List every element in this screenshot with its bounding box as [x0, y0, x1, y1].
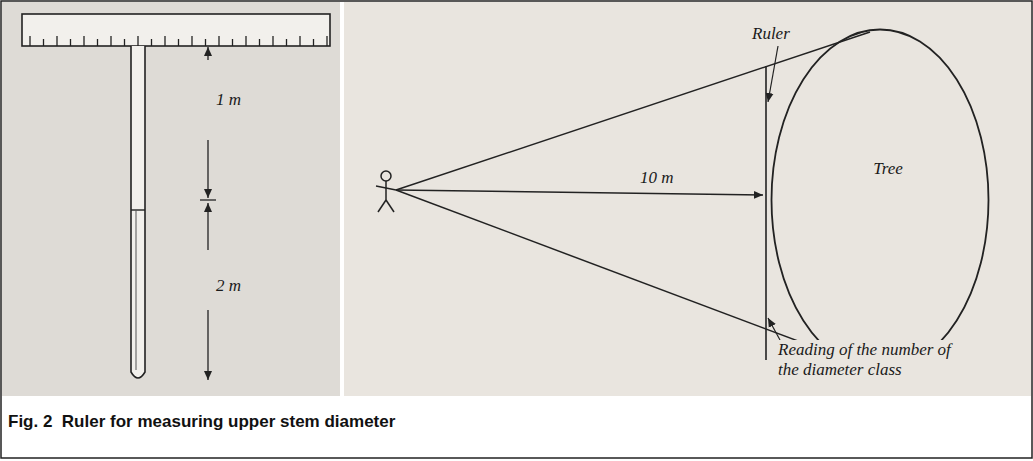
- left-panel: [2, 2, 340, 396]
- note-label: Reading of the number of the diameter cl…: [776, 340, 962, 379]
- dimension-label: 2 m: [216, 276, 241, 296]
- right-panel: [344, 2, 1031, 396]
- sight-line: [396, 32, 870, 190]
- ruler-ticks: [30, 36, 327, 46]
- dimension-tick: [200, 199, 216, 200]
- observer-figure: [376, 171, 396, 212]
- dimension-arrow: [207, 140, 208, 198]
- ruler-line: [765, 66, 767, 360]
- dimension-arrow: [207, 47, 208, 60]
- dimension-arrow: [207, 310, 208, 380]
- ruler-handle: [131, 46, 145, 378]
- tree-ellipse: [770, 28, 990, 372]
- ruler-label: Ruler: [752, 24, 790, 44]
- handle-joint: [131, 209, 145, 210]
- ruler-bar: [22, 14, 330, 46]
- tree-outline: Tree: [770, 28, 990, 372]
- leader-line: [768, 46, 778, 102]
- dimension-label: 1 m: [216, 90, 241, 110]
- leader-line: [768, 318, 780, 340]
- dimension-arrow: [207, 203, 208, 250]
- handle-groove: [136, 210, 137, 370]
- sight-line: [396, 190, 763, 195]
- distance-label: 10 m: [640, 168, 674, 188]
- figure-caption: Fig. 2 Ruler for measuring upper stem di…: [8, 412, 395, 432]
- tree-label: Tree: [873, 159, 903, 179]
